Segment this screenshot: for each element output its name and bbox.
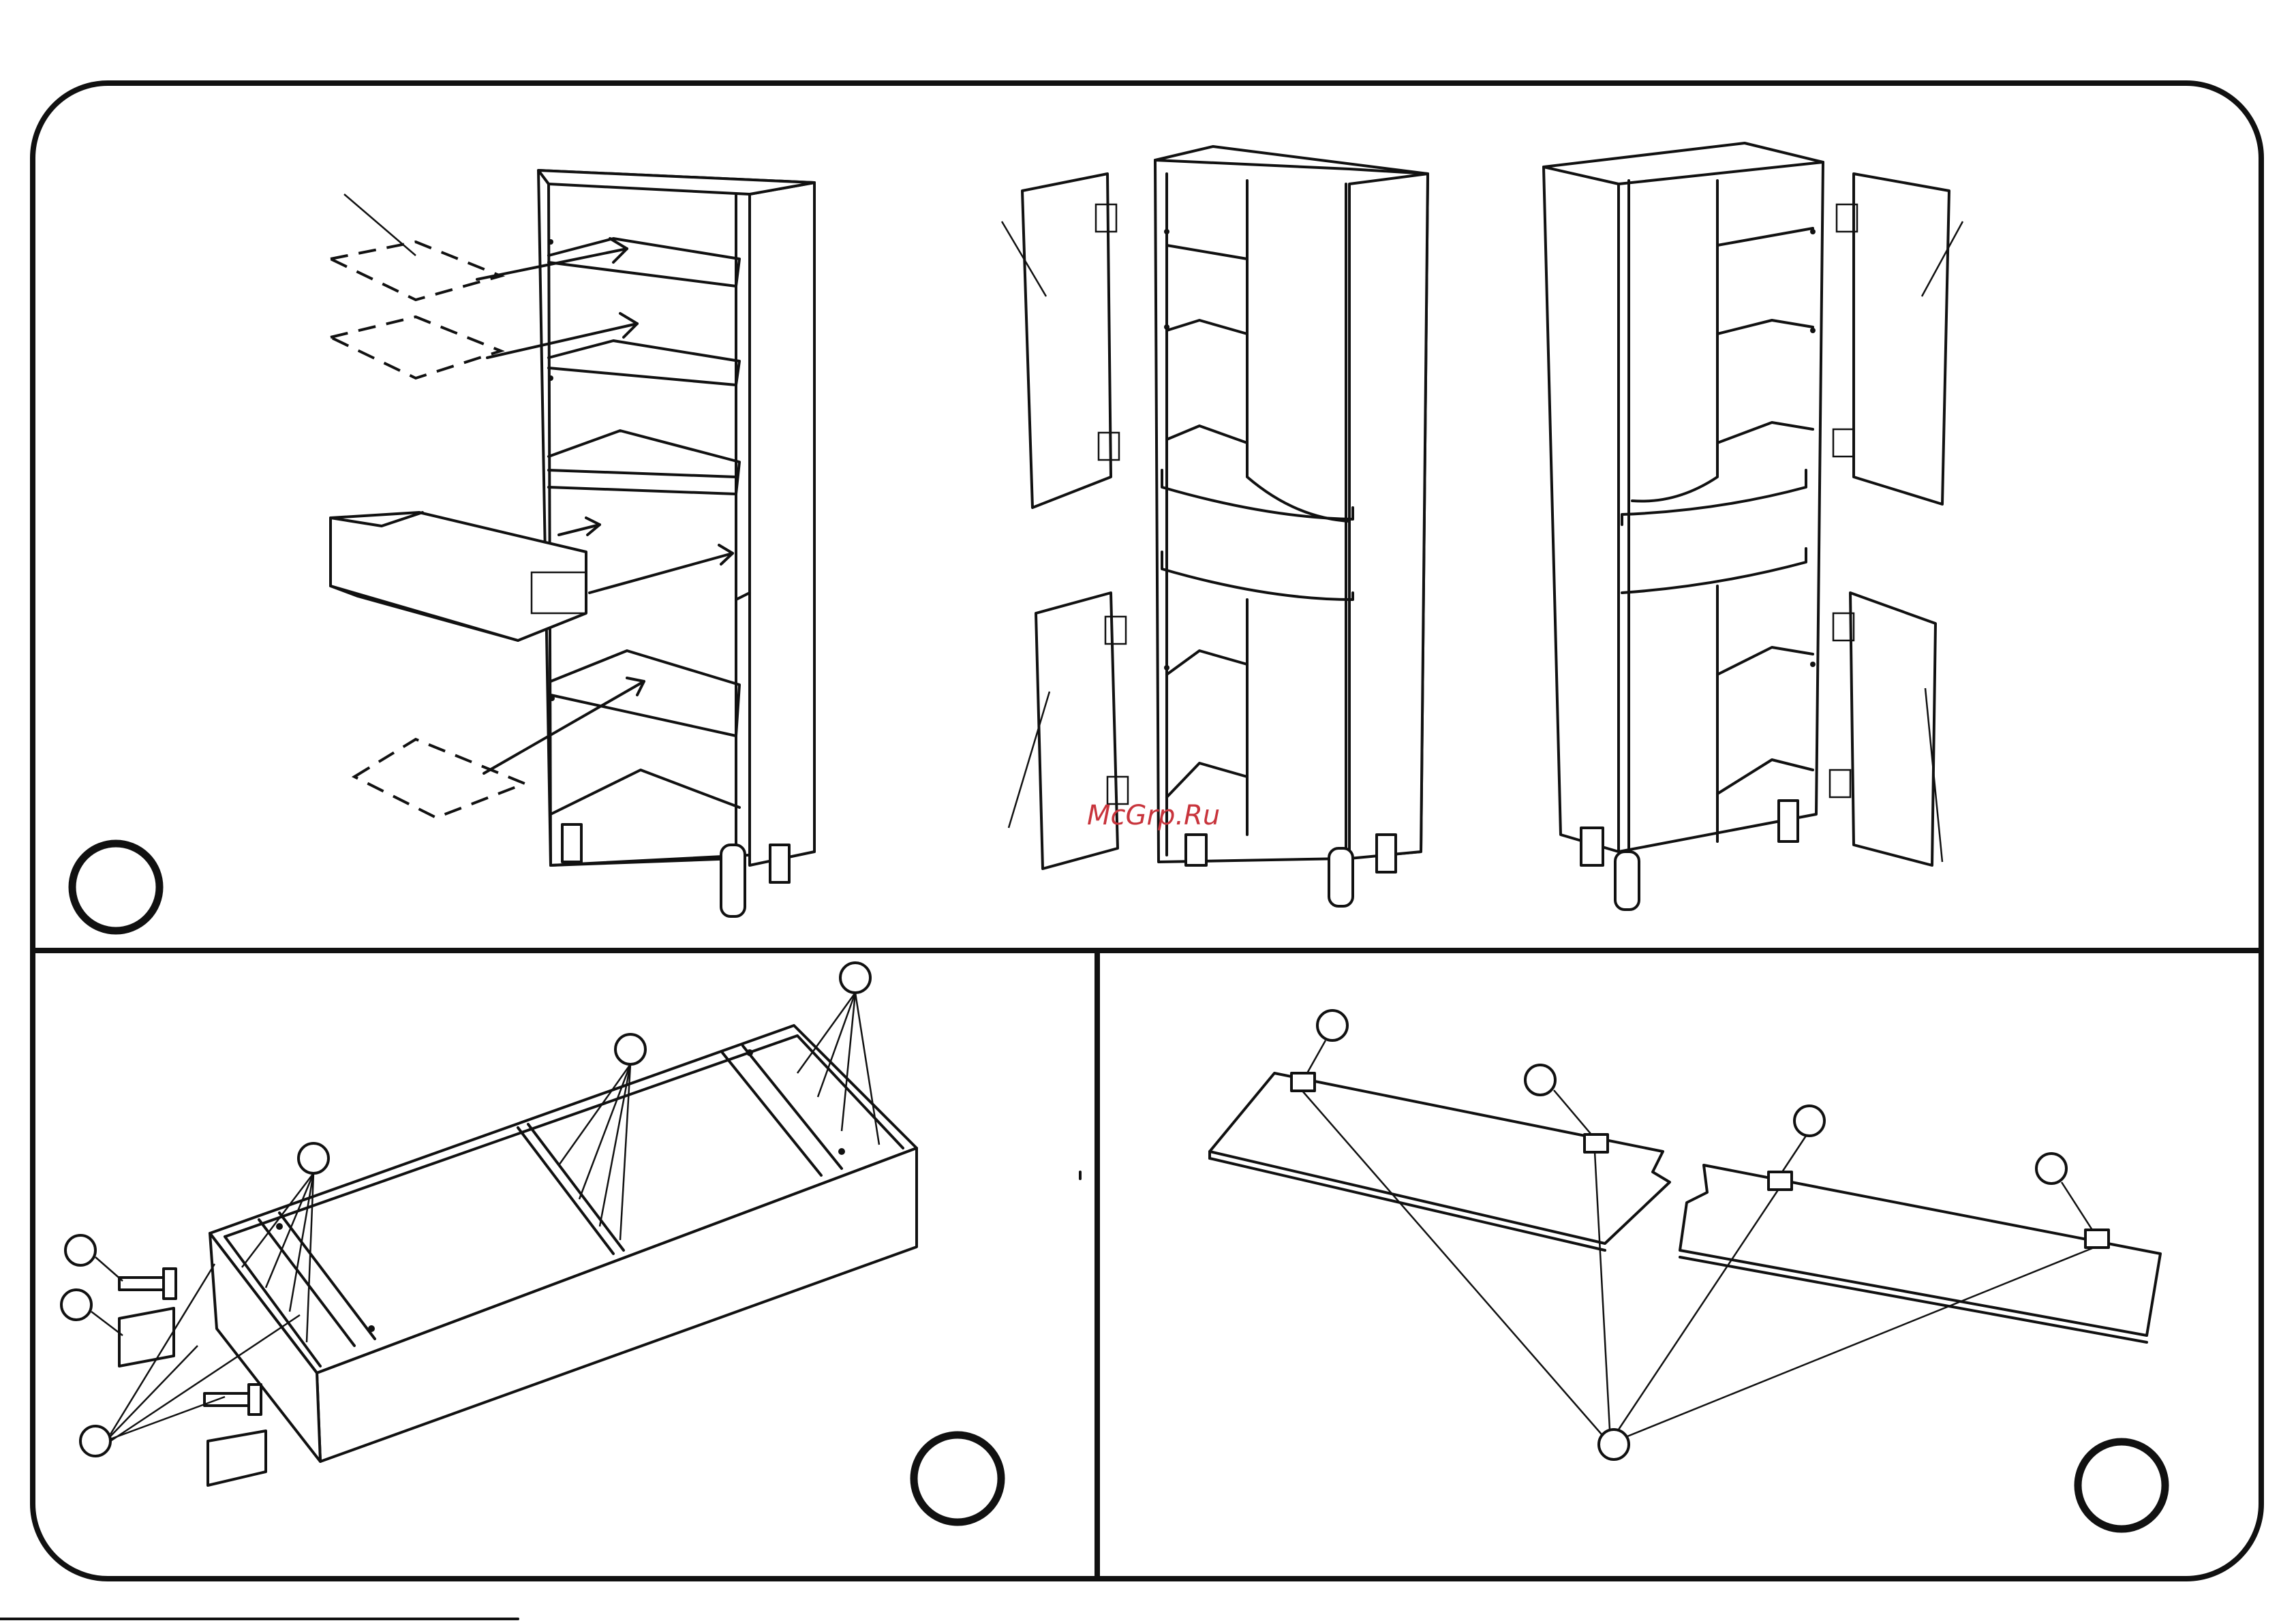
step-marker-2 [914,1435,1001,1522]
cabinet-exploded [331,170,814,916]
cabinet-front-right-doors [1544,143,1963,910]
callout-fixings [80,1426,110,1456]
callout-hinge-1 [1317,1010,1347,1040]
callout-screws [1599,1429,1629,1459]
callout-bolt [65,1235,95,1265]
callout-partition-left [299,1143,328,1173]
watermark-text: McGrp.Ru [1087,800,1220,831]
step-marker-1 [72,844,159,931]
callout-hinge-4 [2036,1154,2066,1184]
panel-hinge-mounting [1210,1010,2165,1529]
panel-cabinet-overview: McGrp.Ru [72,143,1963,931]
callout-partition-right [840,963,870,993]
panel-frame-assembly [61,963,1080,1522]
cabinet-front-left-doors [1002,146,1428,906]
callout-leg [61,1290,91,1320]
callout-hinge-2 [1525,1065,1555,1095]
callout-partition-middle [615,1034,645,1064]
step-marker-3 [2078,1442,2165,1529]
callout-hinge-3 [1794,1106,1824,1136]
